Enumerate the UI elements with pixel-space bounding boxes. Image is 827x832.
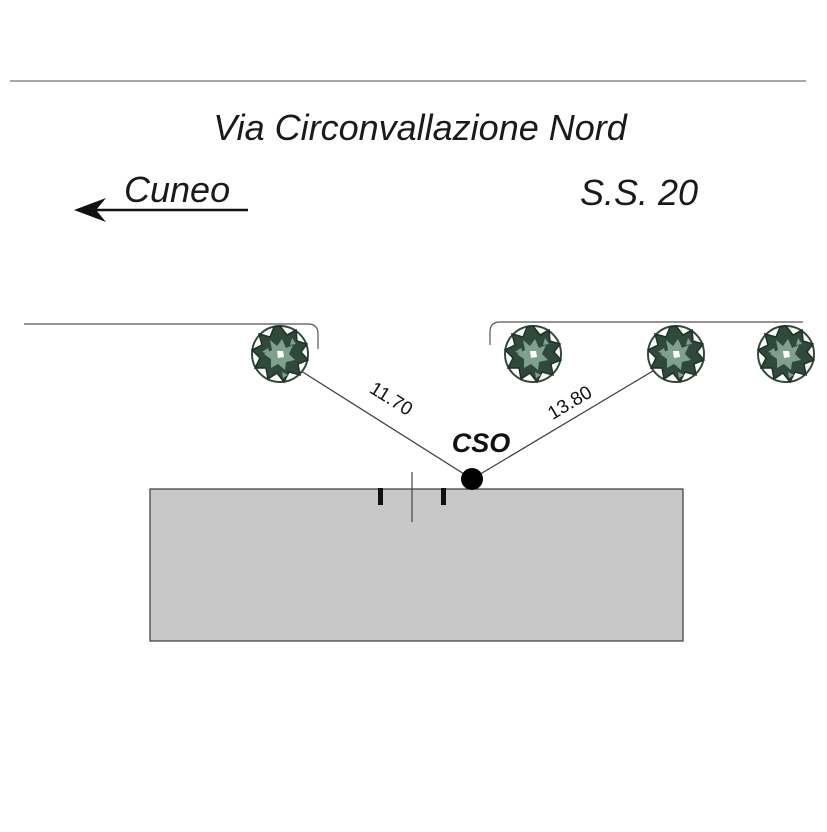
tree-icon <box>647 325 705 383</box>
distance-label-left: 11.70 <box>366 378 416 420</box>
entrance-post-left <box>378 488 383 505</box>
sidewalk-edge-left <box>24 323 319 349</box>
measurement-point-icon <box>461 468 483 490</box>
arrow-left-icon <box>74 198 106 222</box>
road-code: S.S. 20 <box>580 172 698 213</box>
point-label: CSO <box>452 428 511 458</box>
direction-label: Cuneo <box>124 169 230 210</box>
tree-icon <box>251 325 309 383</box>
sidewalk-edge-right <box>489 321 803 345</box>
road-name: Via Circonvallazione Nord <box>213 107 628 148</box>
building <box>149 488 684 642</box>
tree-icon <box>757 325 815 383</box>
distance-line-left <box>289 363 473 480</box>
distance-label-right: 13.80 <box>544 382 596 424</box>
tree-icon <box>504 325 562 383</box>
entrance-post-right <box>441 488 446 505</box>
distance-line-right <box>471 361 669 480</box>
